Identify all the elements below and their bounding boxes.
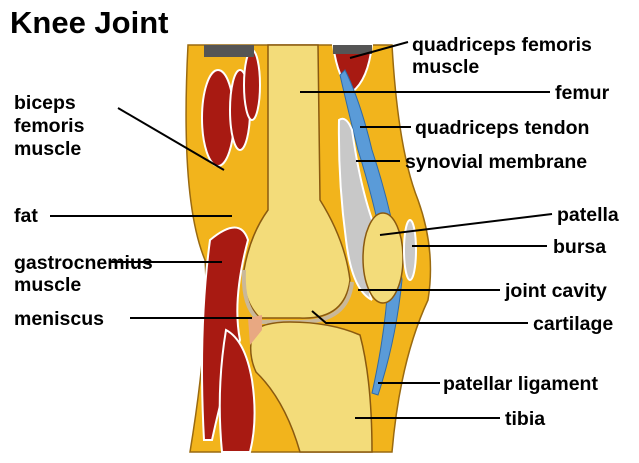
title: Knee Joint (10, 5, 168, 40)
label-bursa: bursa (553, 236, 606, 258)
label-femur: femur (555, 82, 610, 104)
label-biceps-femoris-1: biceps (14, 92, 76, 114)
knee-illustration (185, 44, 432, 453)
label-meniscus: meniscus (14, 308, 104, 330)
biceps-femoris-muscle (201, 45, 261, 167)
label-biceps-femoris-3: muscle (14, 138, 81, 160)
label-synovial-membrane: synovial membrane (405, 151, 587, 173)
label-patellar-ligament: patellar ligament (443, 373, 598, 395)
patella (362, 212, 404, 304)
leader-lines (50, 41, 553, 419)
label-quadriceps-tendon: quadriceps tendon (415, 117, 589, 139)
label-quadriceps-femoris-1: quadriceps femoris (412, 34, 592, 56)
quadriceps-tendon (339, 69, 403, 396)
tibia (249, 321, 373, 453)
label-tibia: tibia (505, 408, 545, 430)
bursa (403, 219, 417, 281)
label-quadriceps-femoris-2: muscle (412, 56, 479, 78)
label-biceps-femoris-2: femoris (14, 115, 85, 137)
label-joint-cavity: joint cavity (504, 280, 607, 302)
label-cartilage: cartilage (533, 313, 613, 335)
label-gastrocnemius-2: muscle (14, 274, 81, 296)
femur (243, 44, 351, 319)
meniscus-shape (248, 315, 262, 345)
gastrocnemius-muscle (201, 226, 256, 453)
label-gastrocnemius-1: gastrocnemius (14, 252, 153, 274)
label-fat: fat (14, 205, 38, 227)
label-patella: patella (557, 204, 619, 226)
